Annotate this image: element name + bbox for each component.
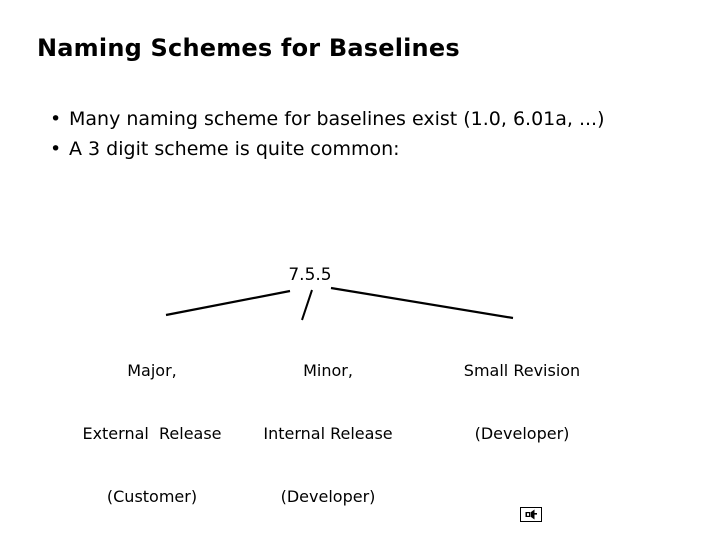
list-item: • Many naming scheme for baselines exist…: [46, 104, 666, 134]
tree-leaf-minor: Minor, Internal Release (Developer): [238, 318, 418, 549]
tree-leaf-small-revision-line1: Small Revision: [463, 361, 581, 380]
tree-leaf-minor-line3: (Developer): [280, 487, 376, 506]
list-item: • A 3 digit scheme is quite common:: [46, 134, 666, 164]
bullet-text: A 3 digit scheme is quite common:: [69, 138, 400, 160]
tree-leaf-minor-line1: Minor,: [303, 361, 353, 380]
bullet-list: • Many naming scheme for baselines exist…: [46, 104, 666, 164]
tree-leaf-major-line3: (Customer): [106, 487, 198, 506]
connector-line-major: [165, 289, 291, 317]
bullet-text: Many naming scheme for baselines exist (…: [69, 108, 605, 130]
connector-line-minor: [301, 289, 313, 321]
bullet-marker-icon: •: [50, 108, 62, 130]
tree-leaf-major: Major, External Release (Customer): [52, 318, 252, 549]
tree-connector-lines: [165, 286, 514, 321]
media-object-icon[interactable]: [520, 507, 542, 522]
naming-scheme-tree-diagram: 7.5.5 Major, External Release (Customer)…: [0, 255, 720, 506]
media-object-glyph: [525, 509, 537, 520]
page-title: Naming Schemes for Baselines: [37, 34, 460, 62]
tree-leaf-major-line2: External Release: [82, 424, 222, 443]
tree-leaf-small-revision-line2: (Developer): [474, 424, 570, 443]
tree-leaf-small-revision: Small Revision (Developer): [432, 318, 612, 486]
connector-line-small-revision: [330, 286, 514, 320]
tree-leaf-major-line1: Major,: [127, 361, 177, 380]
tree-root-label: 7.5.5: [288, 265, 332, 285]
tree-leaf-minor-line2: Internal Release: [263, 424, 393, 443]
bullet-marker-icon: •: [50, 138, 62, 160]
